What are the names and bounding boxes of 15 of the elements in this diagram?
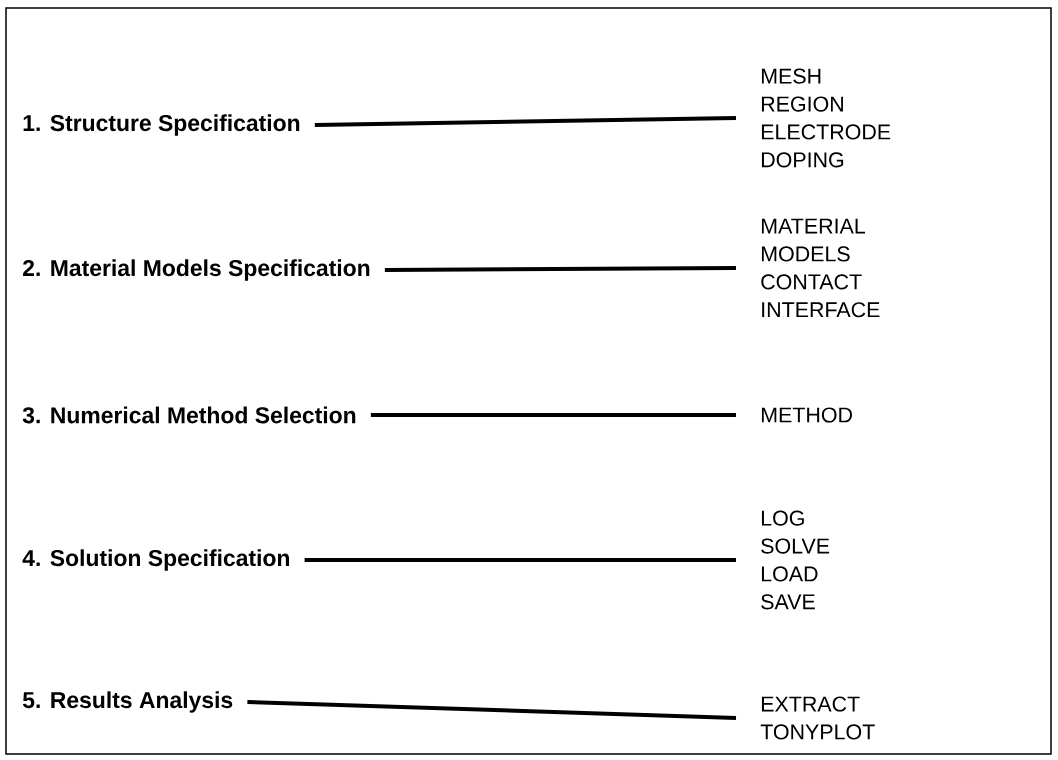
connector-line bbox=[314, 116, 737, 127]
connector-line bbox=[304, 558, 736, 562]
step-label: 3. Numerical Method Selection bbox=[22, 406, 356, 424]
keyword-list: MATERIAL MODELS CONTACT INTERFACE bbox=[761, 218, 880, 318]
keyword-list: MESH REGION ELECTRODE DOPING bbox=[761, 68, 891, 168]
step-label: 1. Structure Specification bbox=[23, 114, 300, 136]
connector-line bbox=[370, 413, 736, 417]
step-label: 5. Results Analysis bbox=[22, 691, 233, 713]
step-label: 4. Solution Specification bbox=[22, 549, 289, 571]
connector-line bbox=[247, 700, 737, 720]
connector-line bbox=[384, 266, 736, 272]
keyword-list: LOG SOLVE LOAD SAVE bbox=[761, 510, 830, 610]
step-label: 2. Material Models Specification bbox=[23, 259, 370, 281]
keyword-list: METHOD bbox=[761, 407, 852, 423]
keyword-list: EXTRACT TONYPLOT bbox=[760, 696, 875, 740]
